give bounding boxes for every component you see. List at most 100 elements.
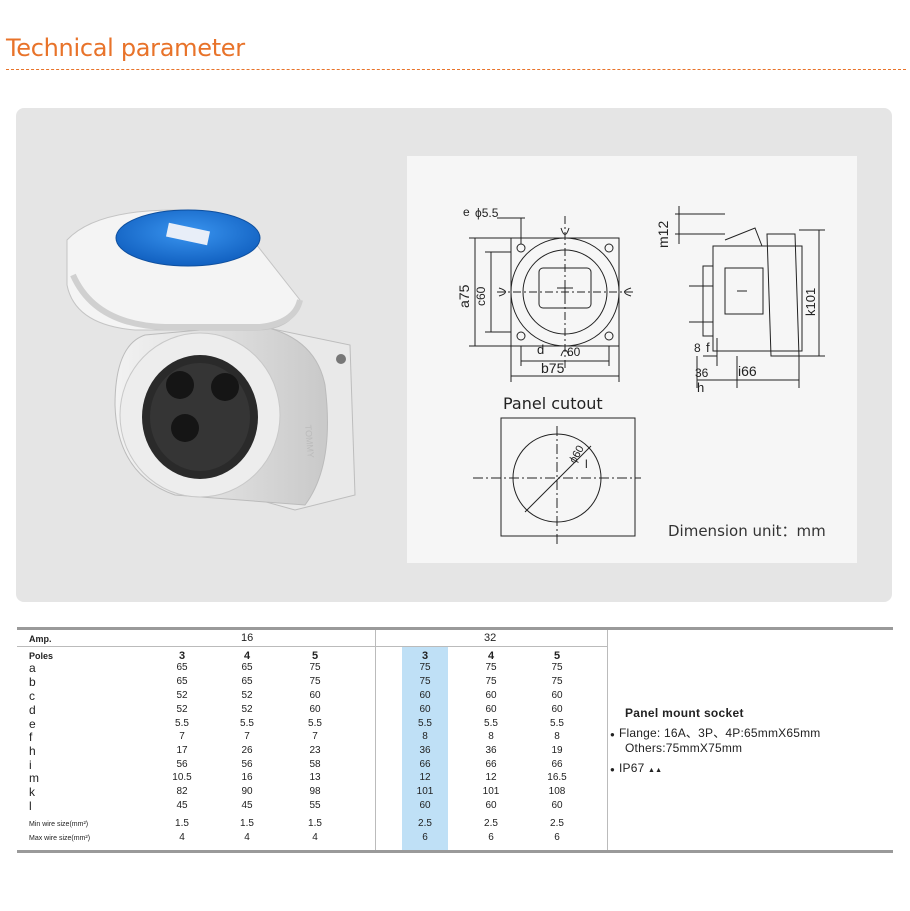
poles-value: 4 — [243, 650, 251, 662]
brand-mark: TOMMY — [303, 424, 316, 458]
table-cell: 52 — [241, 704, 253, 715]
row-label: c — [29, 689, 35, 703]
info-flange: ●Flange: 16A、3P、4P:65mmX65mm — [610, 724, 820, 741]
table-header-rule — [17, 646, 607, 647]
table-cell: 7 — [244, 731, 250, 742]
table-cell: 16.5 — [547, 772, 567, 783]
table-cell: 75 — [419, 676, 431, 687]
table-cell: 75 — [551, 676, 563, 687]
table-cell: 8 — [422, 731, 428, 742]
table-cell: 16 — [241, 772, 253, 783]
table-cell: 60 — [485, 704, 497, 715]
table-cell: 12 — [485, 772, 497, 783]
table-cell: 60 — [309, 704, 321, 715]
table-cell: 65 — [176, 676, 188, 687]
dim-e-label: e — [463, 205, 470, 219]
dim-d60-label: 60 — [567, 345, 581, 359]
water-drop-icon: ▲▲ — [648, 767, 663, 774]
table-cell: 65 — [241, 662, 253, 673]
table-cell: 55 — [309, 800, 321, 811]
highlight-column — [402, 647, 448, 850]
title-divider — [6, 69, 906, 70]
poles-value: 4 — [487, 650, 495, 662]
table-cell: 60 — [551, 704, 563, 715]
poles-value: 3 — [178, 650, 186, 662]
dim-i66-label: i66 — [738, 363, 757, 379]
dim-l-label: l — [585, 457, 588, 471]
table-cell: 98 — [309, 786, 321, 797]
table-cell: 5.5 — [550, 718, 564, 729]
table-cell: 4 — [179, 832, 185, 843]
row-label: Min wire size(mm²) — [29, 821, 89, 828]
table-cell: 6 — [554, 832, 560, 843]
bullet-icon: ● — [610, 765, 616, 774]
table-divider-amp — [375, 630, 376, 850]
row-label: Max wire size(mm²) — [29, 835, 91, 842]
table-cell: 8 — [554, 731, 560, 742]
table-cell: 17 — [176, 745, 188, 756]
table-cell: 36 — [485, 745, 497, 756]
dim-d-label: d — [537, 342, 544, 357]
bullet-icon: ● — [610, 730, 616, 739]
table-cell: 5.5 — [418, 718, 432, 729]
dimension-unit-note: Dimension unit：mm — [668, 522, 826, 540]
amp-32: 32 — [484, 632, 497, 644]
row-label: k — [29, 785, 35, 799]
table-cell: 52 — [176, 704, 188, 715]
table-cell: 19 — [551, 745, 563, 756]
table-cell: 52 — [241, 690, 253, 701]
row-label: i — [29, 758, 32, 772]
table-cell: 66 — [551, 759, 563, 770]
table-cell: 1.5 — [308, 818, 322, 829]
table-cell: 4 — [244, 832, 250, 843]
table-cell: 56 — [241, 759, 253, 770]
table-cell: 65 — [241, 676, 253, 687]
page-title: Technical parameter — [6, 34, 245, 62]
table-cell: 90 — [241, 786, 253, 797]
table-cell: 101 — [416, 786, 434, 797]
poles-value: 5 — [553, 650, 561, 662]
poles-value: 3 — [421, 650, 429, 662]
row-label: f — [29, 730, 33, 744]
table-cell: 7 — [312, 731, 318, 742]
row-label: a — [29, 661, 36, 675]
dim-b75-label: b75 — [541, 360, 565, 376]
table-cell: 2.5 — [550, 818, 564, 829]
dim-k101-label: k101 — [803, 288, 818, 316]
dim-m12-label: m12 — [655, 221, 671, 248]
dim-f-label: f — [706, 340, 710, 355]
table-cell: 6 — [488, 832, 494, 843]
row-label: l — [29, 799, 32, 813]
table-cell: 75 — [419, 662, 431, 673]
table-cell: 75 — [309, 662, 321, 673]
amp-label: Amp. — [29, 634, 52, 644]
table-cell: 108 — [548, 786, 566, 797]
table-cell: 66 — [419, 759, 431, 770]
table-cell: 52 — [176, 690, 188, 701]
table-cell: 13 — [309, 772, 321, 783]
table-cell: 75 — [309, 676, 321, 687]
table-cell: 101 — [482, 786, 500, 797]
table-cell: 60 — [419, 704, 431, 715]
table-cell: 75 — [551, 662, 563, 673]
table-cell: 10.5 — [172, 772, 192, 783]
table-cell: 2.5 — [418, 818, 432, 829]
table-cell: 1.5 — [175, 818, 189, 829]
dim-phi60-label: ϕ60 — [567, 444, 587, 466]
dim-h36-label: 36 — [695, 366, 709, 380]
table-cell: 45 — [241, 800, 253, 811]
table-cell: 6 — [422, 832, 428, 843]
table-cell: 65 — [176, 662, 188, 673]
table-cell: 7 — [179, 731, 185, 742]
table-cell: 60 — [309, 690, 321, 701]
table-cell: 5.5 — [484, 718, 498, 729]
socket-product-image: TOMMY — [66, 209, 356, 511]
table-cell: 5.5 — [308, 718, 322, 729]
table-cell: 5.5 — [240, 718, 254, 729]
table-cell: 2.5 — [484, 818, 498, 829]
dim-a75-label: a75 — [456, 284, 472, 308]
table-cell: 56 — [176, 759, 188, 770]
table-top-rule — [17, 627, 893, 630]
table-cell: 60 — [485, 690, 497, 701]
amp-16: 16 — [241, 632, 254, 644]
